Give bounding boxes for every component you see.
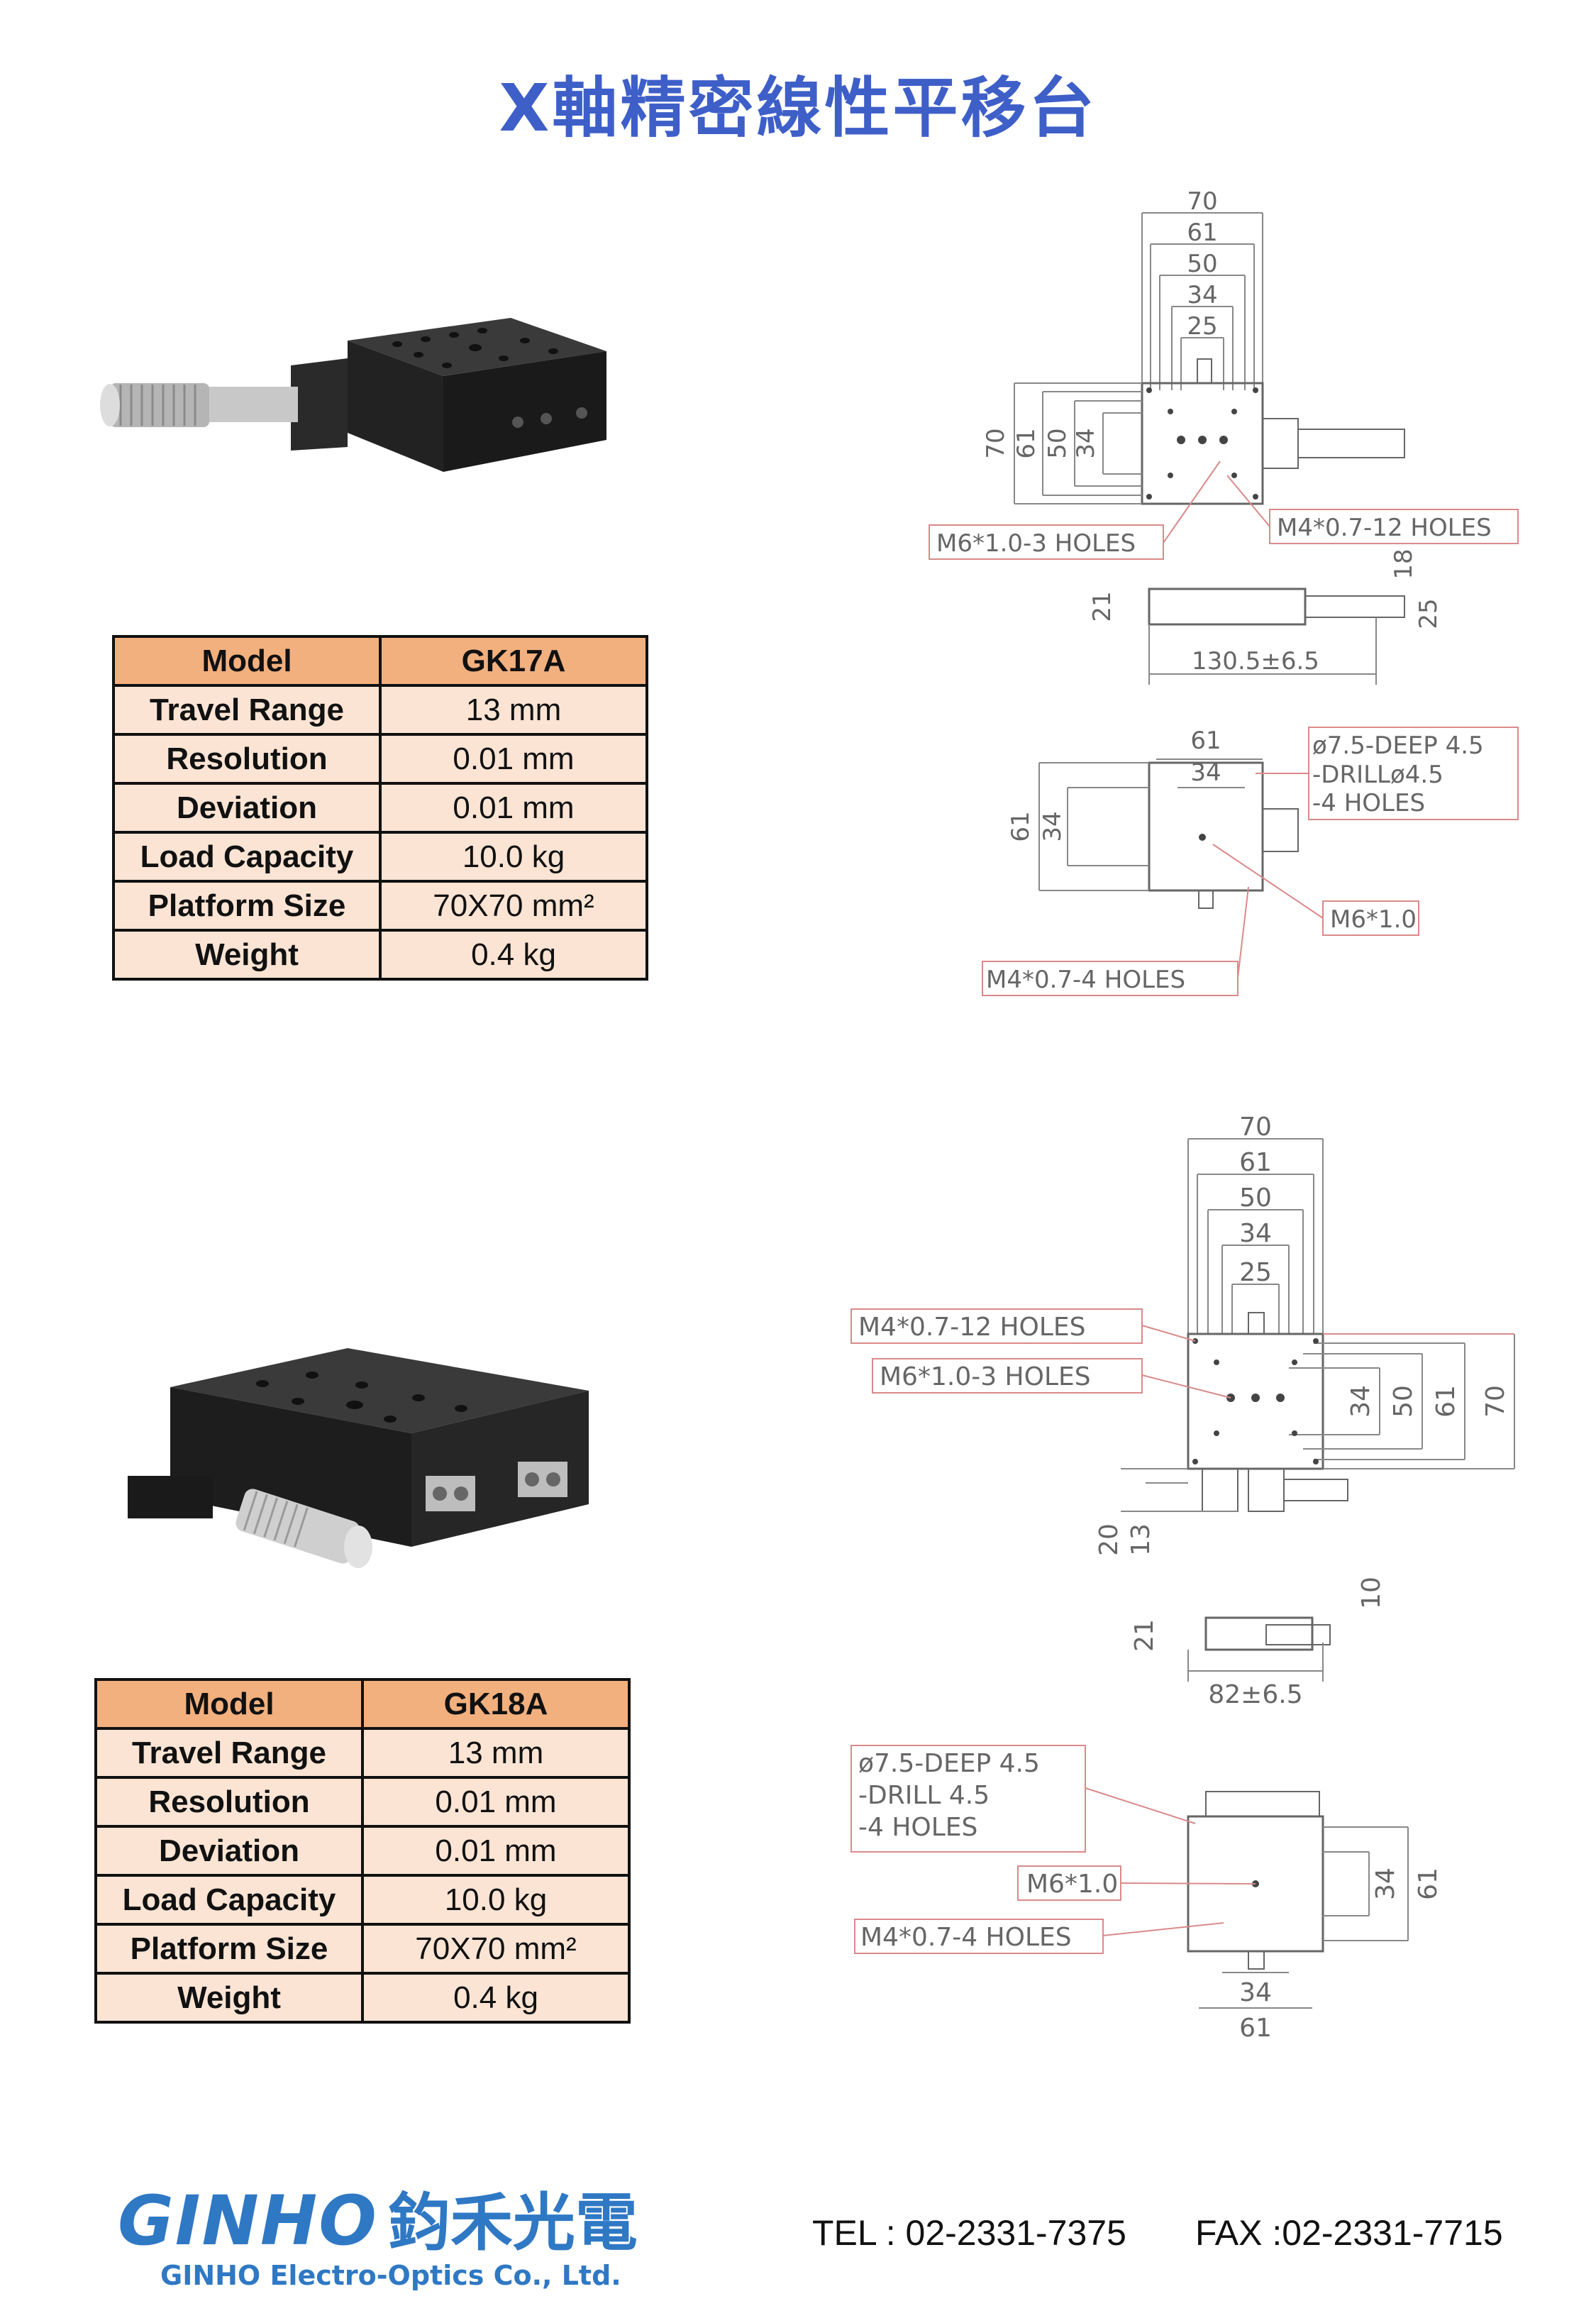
dim-right: 70 [1481,1385,1510,1418]
dim-right: 50 [1389,1385,1418,1418]
spec-value: 0.01 mm [379,782,648,834]
spec-key: Weight [94,1972,364,2024]
dim-left: 70 [982,428,1010,458]
dim-length: 82±6.5 [1208,1680,1302,1709]
spec-value: 13 mm [379,684,648,736]
fax-number: FAX :02-2331-7715 [1195,2213,1503,2253]
callout-m6-single: M6*1.0 [1026,1870,1118,1899]
dim-side: 25 [1414,598,1443,629]
spec-key: Load Capacity [94,1874,364,1926]
spec-key: Platform Size [94,1923,364,1975]
dim-bottom-left: 34 [1038,811,1067,842]
spec-key: Resolution [94,1776,364,1828]
dim-top: 61 [1187,219,1217,247]
dim-top: 70 [1187,187,1217,216]
dim-side: 21 [1088,591,1116,622]
callout-m4-4-holes: M4*0.7-4 HOLES [860,1923,1072,1952]
dim-side: 21 [1130,1619,1159,1652]
spec-key: Weight [112,929,382,981]
table-header-model: GK18A [361,1678,631,1730]
product-image-gk17a [100,318,606,472]
callout-cbore: -4 HOLES [1312,789,1425,817]
dimension-drawing-gk17a: 70 61 50 34 25 70 61 50 34 M6*1.0-3 HOLE… [929,187,1519,996]
spec-value: 10.0 kg [361,1874,631,1926]
callout-cbore: -DRILLø4.5 [1312,761,1443,789]
callout-m4-4-holes: M4*0.7-4 HOLES [986,966,1185,994]
dim-top: 61 [1239,1148,1272,1177]
dim-bottom-right: 34 [1371,1868,1400,1900]
spec-value: 0.4 kg [379,929,648,981]
dim-left-small: 20 [1095,1523,1124,1556]
spec-value: 70X70 mm² [379,880,648,932]
logo-text: GINHO [118,2181,378,2261]
table-header-label: Model [94,1678,364,1730]
dim-right: 61 [1431,1385,1461,1418]
product-image-gk18a [128,1348,589,1568]
spec-key: Travel Range [94,1727,364,1779]
spec-key: Platform Size [112,880,382,932]
dim-left: 50 [1043,428,1072,458]
tel-number: TEL : 02-2331-7375 [812,2213,1126,2253]
dim-bottom: 61 [1239,2014,1272,2043]
dim-left: 34 [1072,428,1100,458]
dim-right: 34 [1346,1385,1375,1418]
callout-m4-holes: M4*0.7-12 HOLES [1277,514,1492,542]
callout-m4-holes: M4*0.7-12 HOLES [858,1313,1086,1342]
dim-top: 34 [1239,1219,1272,1248]
dim-length: 130.5±6.5 [1192,647,1319,675]
company-logo: GINHO 鈞禾光電 GINHO Electro-Optics Co., Ltd… [118,2173,638,2291]
table-header-label: Model [112,635,382,687]
dim-side: 18 [1390,548,1418,579]
callout-m6-single: M6*1.0 [1330,905,1417,934]
logo-cjk: 鈞禾光電 [387,2186,638,2259]
dim-bottom: 34 [1239,1978,1272,2007]
dim-bottom-right: 61 [1414,1868,1443,1900]
spec-key: Deviation [94,1825,364,1877]
spec-key: Deviation [112,782,382,834]
spec-value: 10.0 kg [379,831,648,883]
callout-m6-holes: M6*1.0-3 HOLES [880,1362,1091,1391]
dim-top: 50 [1239,1184,1272,1213]
spec-value: 0.4 kg [361,1972,631,2024]
dim-bottom: 61 [1190,727,1221,755]
spec-key: Load Capacity [112,831,382,883]
callout-cbore: ø7.5-DEEP 4.5 [1312,732,1484,760]
dim-bottom: 34 [1190,758,1221,787]
spec-value: 0.01 mm [361,1776,631,1828]
dim-top: 34 [1187,281,1217,309]
table-header-model: GK17A [379,635,648,687]
page-title: X軸精密線性平移台 [499,70,1097,146]
callout-cbore: -DRILL 4.5 [858,1781,990,1810]
dim-top: 70 [1239,1113,1272,1142]
dim-top: 50 [1187,250,1217,278]
spec-key: Travel Range [112,684,382,736]
dim-left-small: 13 [1126,1523,1156,1556]
callout-cbore: -4 HOLES [858,1813,977,1842]
spec-key: Resolution [112,733,382,785]
callout-cbore: ø7.5-DEEP 4.5 [858,1749,1040,1778]
spec-value: 13 mm [361,1727,631,1779]
dim-side: 10 [1357,1577,1386,1609]
dim-bottom-left: 61 [1007,811,1035,842]
dimension-drawing-gk18a: 70 61 50 34 25 34 50 61 70 M4*0.7-12 HOL… [850,1113,1515,2043]
callout-m6-holes: M6*1.0-3 HOLES [936,529,1136,558]
dim-top: 25 [1187,312,1217,341]
dim-top: 25 [1239,1258,1272,1287]
spec-value: 0.01 mm [361,1825,631,1877]
dim-left: 61 [1012,428,1041,458]
spec-value: 70X70 mm² [361,1923,631,1975]
spec-value: 0.01 mm [379,733,648,785]
company-name: GINHO Electro-Optics Co., Ltd. [160,2260,621,2291]
